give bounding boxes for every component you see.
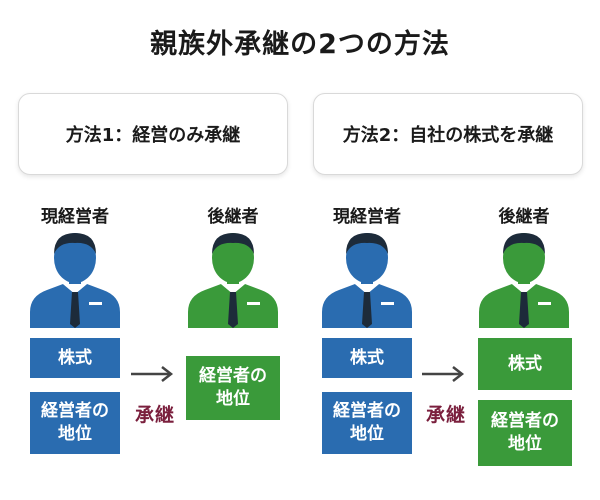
method-2-arrow-icon bbox=[422, 366, 465, 382]
method-2-label: 方法2：自社の株式を承継 bbox=[342, 125, 554, 146]
current-manager-person-icon bbox=[25, 228, 125, 328]
method-2-current-role: 現経営者 bbox=[333, 207, 401, 227]
current-manager-person-icon-2 bbox=[317, 228, 417, 328]
method-2-successor-position-block: 経営者の 地位 bbox=[478, 400, 572, 466]
successor-person-icon bbox=[183, 228, 283, 328]
method-1-successor-role: 後継者 bbox=[207, 207, 259, 227]
method-1-transfer-label: 承継 bbox=[135, 404, 176, 426]
method-2-transfer-label: 承継 bbox=[426, 404, 467, 426]
page-title: 親族外承継の2つの方法 bbox=[150, 29, 450, 60]
method-1-current-role: 現経営者 bbox=[41, 207, 109, 227]
method-1-arrow-icon bbox=[131, 366, 174, 382]
method-1-current-stock-block: 株式 bbox=[30, 338, 120, 378]
method-2-current-stock-block: 株式 bbox=[322, 338, 412, 378]
method-1-current-position-block: 経営者の 地位 bbox=[30, 392, 120, 454]
method-1-label: 方法1：経営のみ承継 bbox=[65, 125, 241, 146]
successor-person-icon-2 bbox=[474, 228, 574, 328]
method-2-successor-role: 後継者 bbox=[498, 207, 550, 227]
method-1-box: 方法1：経営のみ承継 bbox=[18, 93, 288, 175]
method-1-successor-position-block: 経営者の 地位 bbox=[186, 356, 280, 420]
method-2-box: 方法2：自社の株式を承継 bbox=[313, 93, 583, 175]
method-2-current-position-block: 経営者の 地位 bbox=[322, 392, 412, 454]
method-2-successor-stock-block: 株式 bbox=[478, 338, 572, 390]
